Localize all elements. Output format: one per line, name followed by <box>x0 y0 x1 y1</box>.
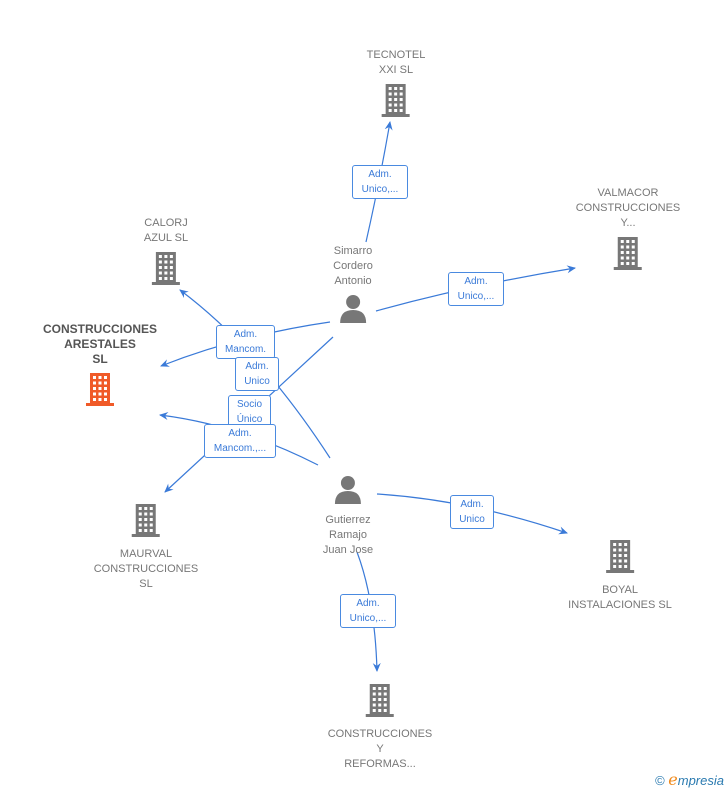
node-label[interactable]: INSTALACIONES SL <box>568 599 672 611</box>
node-label[interactable]: AZUL SL <box>143 232 189 244</box>
node-label[interactable]: XXI SL <box>378 64 414 76</box>
copyright-symbol: © <box>655 773 665 788</box>
company-node-reformas[interactable]: CONSTRUCCIONES Y REFORMAS... <box>327 678 433 772</box>
building-icon[interactable] <box>576 235 681 276</box>
company-node-valmacor[interactable]: VALMACOR CONSTRUCCIONES Y... <box>575 186 681 280</box>
node-label[interactable]: Antonio <box>334 275 372 287</box>
building-icon[interactable] <box>43 371 157 411</box>
company-node-calorj[interactable]: CALORJ AZUL SL <box>144 216 188 295</box>
edge-role-text: Adm. <box>368 169 392 180</box>
edge-role-text: Adm. <box>460 499 484 510</box>
node-label[interactable]: BOYAL <box>602 584 638 596</box>
node-label[interactable]: CALORJ <box>144 217 188 229</box>
building-icon[interactable] <box>568 538 672 579</box>
edge-role-text: Adm. <box>464 276 488 287</box>
edge-role-text: Mancom.,... <box>213 443 267 454</box>
node-label[interactable]: SL <box>139 578 153 590</box>
node-label[interactable]: Cordero <box>333 260 373 272</box>
company-node-boyal[interactable]: BOYAL INSTALACIONES SL <box>568 534 672 613</box>
person-icon[interactable] <box>333 293 373 328</box>
node-label[interactable]: Y... <box>620 217 636 229</box>
node-label[interactable]: CONSTRUCCIONES <box>575 202 681 214</box>
company-node-maurval[interactable]: MAURVAL CONSTRUCCIONES SL <box>93 498 199 592</box>
person-icon[interactable] <box>323 474 373 509</box>
building-icon[interactable] <box>94 502 199 543</box>
edge-label-gutierrez-boyal[interactable]: Adm. Unico <box>450 495 494 529</box>
edge-label-simarro-arestales[interactable]: Adm. Mancom. <box>216 325 275 359</box>
edge-label-gutierrez-reformas[interactable]: Adm. Unico,... <box>340 594 396 628</box>
node-label[interactable]: CONSTRUCCIONES <box>93 563 199 575</box>
edge-role-text: Unico,... <box>361 184 399 195</box>
edge-role-text: Adm. <box>228 428 252 439</box>
edge-role-text: Unico <box>459 514 485 525</box>
node-label[interactable]: Ramajo <box>329 529 367 541</box>
building-icon[interactable] <box>328 682 433 723</box>
node-label[interactable]: REFORMAS... <box>344 758 416 770</box>
building-icon[interactable] <box>367 82 426 123</box>
node-label[interactable]: ARESTALES <box>64 337 136 351</box>
edge-role-text: Adm. <box>356 598 380 609</box>
edge-role-text: Único <box>236 414 263 425</box>
node-label[interactable]: Simarro <box>333 245 373 257</box>
node-label[interactable]: Juan Jose <box>322 544 374 556</box>
building-icon[interactable] <box>144 250 188 291</box>
edge-label-gutierrez-arestales[interactable]: Adm. Mancom.,... <box>204 424 276 458</box>
node-label[interactable]: CONSTRUCCIONES <box>42 322 158 336</box>
company-node-tecnotel[interactable]: TECNOTEL XXI SL <box>366 48 426 127</box>
empresia-logo[interactable]: © empresia <box>655 770 724 789</box>
edge-label-simarro-tecnotel[interactable]: Adm. Unico,... <box>352 165 408 199</box>
edge-role-text: Unico,... <box>457 291 495 302</box>
edge-role-text: Unico <box>244 376 270 387</box>
node-label[interactable]: MAURVAL <box>119 548 173 560</box>
edge-label-gutierrez-calorj[interactable]: Adm. Unico <box>235 357 279 391</box>
edge-role-text: Unico,... <box>349 613 387 624</box>
edge-role-text: Socio <box>236 399 262 410</box>
node-label[interactable]: Gutierrez <box>325 514 371 526</box>
edge-role-text: Adm. <box>245 361 269 372</box>
edge-role-text: Mancom. <box>224 344 267 355</box>
node-label[interactable]: SL <box>92 352 108 366</box>
node-label[interactable]: Y <box>376 743 384 755</box>
node-label[interactable]: TECNOTEL <box>366 49 426 61</box>
node-label[interactable]: CONSTRUCCIONES <box>327 728 433 740</box>
node-label[interactable]: VALMACOR <box>597 187 659 199</box>
edge-label-simarro-valmacor[interactable]: Adm. Unico,... <box>448 272 504 306</box>
edge-role-text: Adm. <box>233 329 258 340</box>
